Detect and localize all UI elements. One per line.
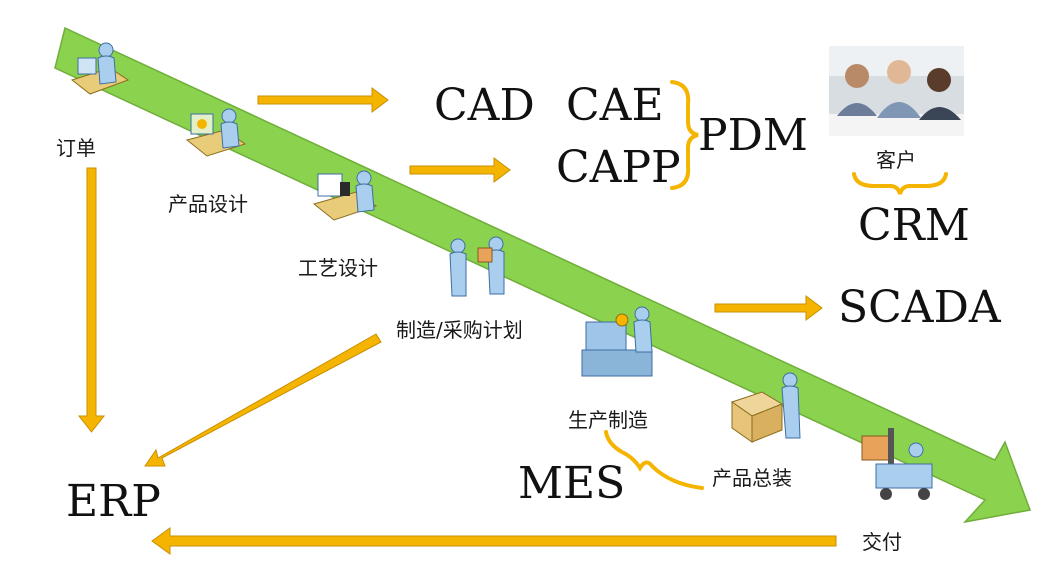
arrow-order-to-erp: [77, 167, 106, 433]
step-delivery-label: 交付: [862, 530, 902, 554]
customer-photo: [829, 46, 964, 136]
arrow-planning-to-erp: [144, 333, 382, 467]
step-product-design-label: 产品设计: [168, 192, 248, 216]
system-cae-label: CAE: [566, 80, 664, 131]
arrow-to-cad: [257, 87, 389, 113]
planning-people-icon: [449, 236, 505, 297]
brace-pdm: [670, 80, 699, 190]
system-pdm-label: PDM: [698, 110, 808, 161]
arrow-delivery-to-erp: [151, 527, 837, 555]
system-erp-label: ERP: [66, 476, 161, 527]
process-design-icon: [312, 170, 378, 221]
customer-label: 客户: [876, 148, 916, 172]
brace-crm: [852, 172, 948, 195]
step-planning-label: 制造/采购计划: [396, 318, 523, 342]
step-process-design-label: 工艺设计: [298, 256, 378, 280]
assembly-box-icon: [730, 372, 801, 443]
arrow-to-scada: [714, 295, 823, 321]
arrow-to-capp: [409, 157, 511, 183]
step-order-label: 订单: [56, 136, 96, 160]
system-cad-label: CAD: [434, 80, 535, 131]
delivery-forklift-icon: [861, 428, 933, 500]
step-assembly-label: 产品总装: [712, 466, 792, 490]
order-person-icon: [70, 42, 130, 95]
product-design-icon: [185, 108, 247, 157]
brace-mes: [604, 430, 704, 490]
system-capp-label: CAPP: [556, 142, 681, 193]
system-scada-label: SCADA: [838, 282, 1001, 333]
step-production-label: 生产制造: [568, 408, 648, 432]
production-machine-icon: [581, 306, 653, 377]
orange-arrows: [77, 87, 837, 555]
system-mes-label: MES: [518, 458, 626, 509]
system-crm-label: CRM: [858, 200, 970, 251]
